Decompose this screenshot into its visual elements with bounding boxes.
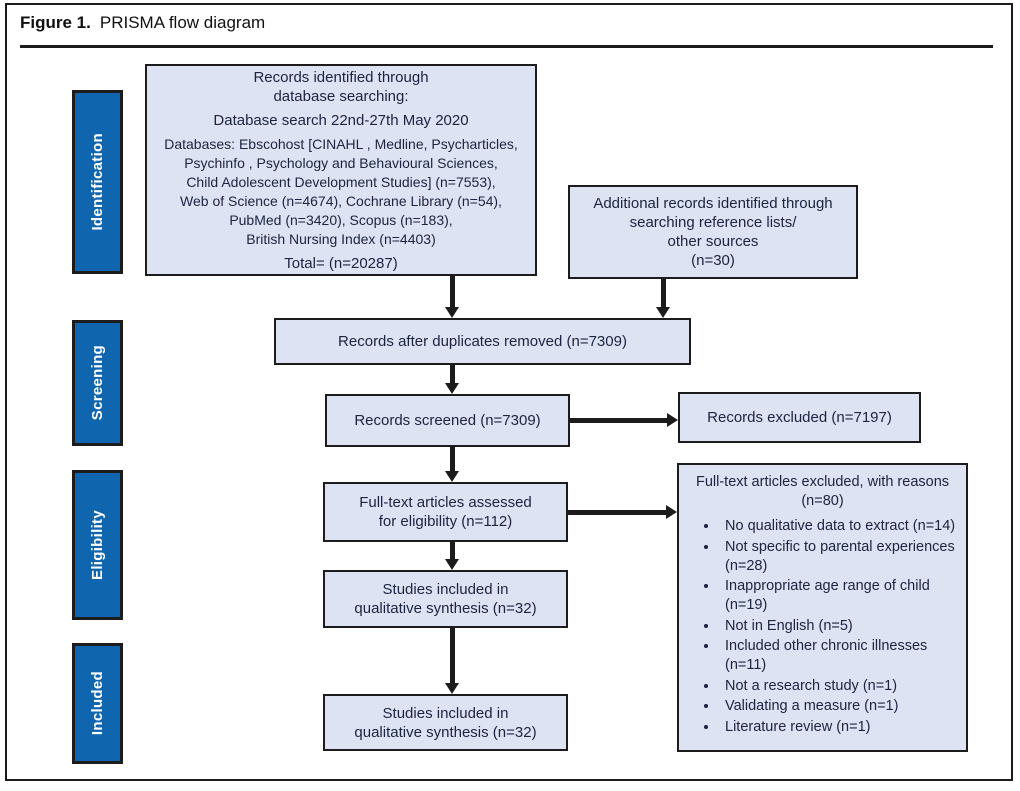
figure-caption: PRISMA flow diagram — [99, 13, 266, 32]
arrow-assessed-to-fulltext-excluded — [568, 505, 677, 519]
figure-label: Figure 1. — [20, 13, 91, 32]
exclusion-reason-item: Not a research study (n=1) — [719, 677, 956, 696]
text-line: PubMed (n=3420), Scopus (n=183), — [229, 211, 453, 228]
text-line: for eligibility (n=112) — [378, 513, 513, 530]
box-fulltext-excluded: Full-text articles excluded, with reason… — [677, 463, 968, 752]
text-line: qualitative synthesis (n=32) — [354, 600, 537, 617]
arrow-head-icon — [445, 559, 459, 570]
text-line: Records identified through — [253, 68, 429, 86]
stage-label-text: Screening — [89, 345, 106, 421]
records-identified-search-date: Database search 22nd-27th May 2020 — [213, 111, 468, 130]
text-line: Studies included in — [382, 581, 509, 598]
exclusion-reason-item: Not specific to parental experiences (n=… — [719, 538, 956, 576]
arrow-screened-to-excluded — [570, 413, 678, 427]
arrow-head-icon — [445, 683, 459, 694]
box-records-identified: Records identified through database sear… — [145, 64, 537, 276]
box-additional-records: Additional records identified through se… — [568, 185, 858, 279]
text-line: Records after duplicates removed (n=7309… — [338, 333, 627, 350]
text-line: Full-text articles assessed — [359, 494, 532, 511]
arrow-duplicates-to-screened — [445, 365, 459, 394]
box-studies-included-final: Studies included in qualitative synthesi… — [323, 694, 568, 751]
arrow-additional-to-duplicates — [656, 279, 670, 318]
fulltext-excluded-heading: Full-text articles excluded, with reason… — [695, 474, 950, 509]
figure-title: Figure 1. PRISMA flow diagram — [20, 13, 265, 33]
title-divider — [20, 45, 993, 48]
arrow-assessed-to-included — [445, 542, 459, 570]
text-line: database searching: — [273, 87, 409, 105]
text-line: Database search 22nd-27th May 2020 — [213, 111, 469, 129]
text-line: Total= (n=20287) — [284, 254, 398, 272]
arrow-head-icon — [667, 413, 678, 427]
records-identified-heading: Records identified through database sear… — [253, 68, 428, 106]
arrow-screened-to-assessed — [445, 447, 459, 482]
text-line: other sources — [667, 233, 759, 250]
exclusion-reason-item: Included other chronic illnesses (n=11) — [719, 637, 956, 675]
exclusion-reason-item: Not in English (n=5) — [719, 617, 956, 636]
records-identified-databases: Databases: Ebscohost [CINAHL , Medline, … — [164, 135, 518, 249]
exclusion-reason-item: Inappropriate age range of child (n=19) — [719, 577, 956, 615]
stage-label-included: Included — [72, 643, 123, 764]
text-line: Studies included in — [382, 704, 509, 722]
text-line: Web of Science (n=4674), Cochrane Librar… — [180, 192, 502, 209]
stage-label-text: Included — [89, 671, 106, 736]
arrow-included-to-final — [445, 628, 459, 694]
text-line: Child Adolescent Development Studies] (n… — [186, 173, 496, 190]
stage-label-screening: Screening — [72, 320, 123, 446]
stage-label-identification: Identification — [72, 90, 123, 274]
box-records-screened: Records screened (n=7309) — [325, 394, 570, 447]
stage-label-text: Identification — [89, 133, 106, 231]
arrow-identified-to-duplicates — [445, 276, 459, 318]
text-line: Databases: Ebscohost [CINAHL , Medline, … — [164, 135, 518, 152]
text-line: British Nursing Index (n=4403) — [246, 230, 436, 247]
text-line: Records excluded (n=7197) — [707, 409, 892, 426]
text-line: Additional records identified through — [593, 195, 833, 212]
text-line: (n=30) — [691, 252, 735, 269]
text-line: searching reference lists/ — [629, 214, 797, 231]
box-duplicates-removed: Records after duplicates removed (n=7309… — [274, 318, 691, 365]
arrow-head-icon — [656, 307, 670, 318]
text-line: Records screened (n=7309) — [354, 412, 541, 429]
records-identified-total: Total= (n=20287) — [284, 254, 397, 273]
arrow-head-icon — [445, 471, 459, 482]
exclusion-reason-item: No qualitative data to extract (n=14) — [719, 517, 956, 536]
exclusion-reason-item: Validating a measure (n=1) — [719, 697, 956, 716]
box-studies-included-qualitative: Studies included in qualitative synthesi… — [323, 570, 568, 628]
box-fulltext-assessed: Full-text articles assessed for eligibil… — [323, 482, 568, 542]
text-line: qualitative synthesis (n=32) — [354, 723, 537, 741]
figure-outer-border — [5, 3, 1013, 781]
arrow-head-icon — [445, 307, 459, 318]
text-line: Psychinfo , Psychology and Behavioural S… — [184, 154, 498, 171]
stage-label-eligibility: Eligibility — [72, 470, 123, 620]
arrow-head-icon — [445, 383, 459, 394]
box-records-excluded: Records excluded (n=7197) — [678, 392, 921, 443]
stage-label-text: Eligibility — [89, 510, 106, 580]
exclusion-reason-item: Literature review (n=1) — [719, 718, 956, 737]
exclusion-reasons-list: No qualitative data to extract (n=14) No… — [689, 517, 956, 738]
arrow-head-icon — [666, 505, 677, 519]
